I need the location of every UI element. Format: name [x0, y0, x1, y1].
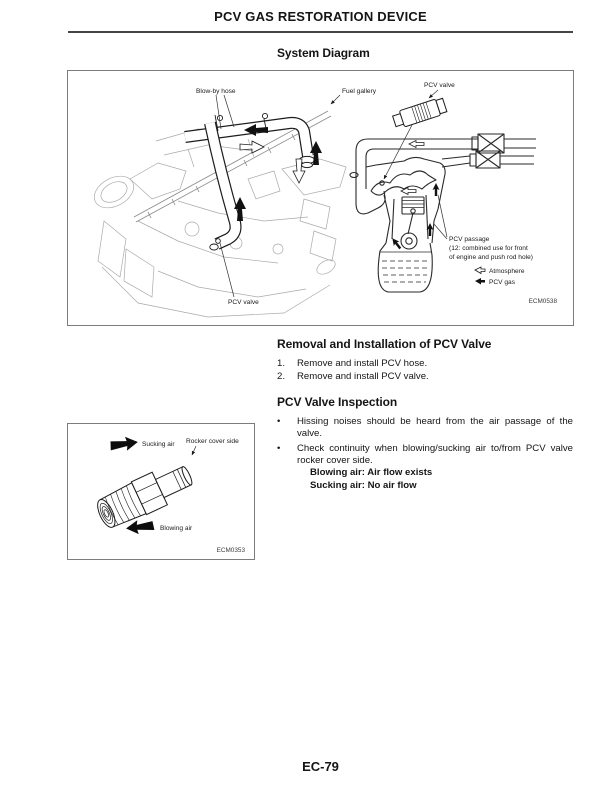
- header-rule: [68, 31, 573, 33]
- pcv-valve-inspection-figure: Sucking air Rocker cover side Blowing ai…: [67, 423, 255, 560]
- pcv-valve-drawing: Sucking air Rocker cover side Blowing ai…: [97, 436, 246, 554]
- system-diagram-drawing: Blow-by hose Fuel gallery PCV valve PCV …: [93, 82, 558, 318]
- engine-cross-section: [349, 133, 536, 293]
- inspection-heading: PCV Valve Inspection: [277, 395, 398, 410]
- inspection-result: Blowing air: Air flow exists: [310, 467, 433, 479]
- blow-by-hose-drawing: [184, 112, 315, 251]
- removal-steps: 1. Remove and install PCV hose. 2. Remov…: [277, 358, 573, 383]
- step-text: Remove and install PCV valve.: [297, 370, 429, 382]
- pcv-passage-label-3: of engine and push rod hole): [449, 254, 533, 261]
- sucking-air-arrow-icon: [110, 436, 138, 451]
- step-row: 2. Remove and install PCV valve.: [277, 371, 573, 384]
- inspection-bullets: • Hissing noises should be heard from th…: [277, 416, 573, 493]
- atmosphere-arrow-icon: [474, 266, 486, 275]
- pcv-valve-top-leader: [428, 89, 439, 99]
- pcv-valve-bottom-label: PCV valve: [228, 299, 259, 306]
- sucking-air-label: Sucking air: [142, 441, 175, 448]
- figure-code: ECM0353: [217, 547, 246, 554]
- bullet-text: Hissing noises should be heard from the …: [297, 416, 573, 440]
- pcv-valve-bottom-leader: [219, 242, 235, 298]
- pcv-valve-top-label: PCV valve: [424, 82, 455, 89]
- schematic-flow-arrows: [392, 139, 440, 250]
- pcv-passage-leader-1: [437, 194, 448, 238]
- page-number: EC-79: [302, 759, 339, 774]
- step-number: 2.: [277, 370, 286, 382]
- legend-pcv-gas-label: PCV gas: [489, 279, 516, 286]
- step-number: 1.: [277, 358, 286, 369]
- legend: Atmosphere PCV gas: [474, 266, 525, 286]
- system-diagram-figure: Blow-by hose Fuel gallery PCV valve PCV …: [67, 70, 574, 326]
- text-column: Removal and Installation of PCV Valve 1.…: [277, 337, 573, 493]
- bullet-row: • Check continuity when blowing/sucking …: [277, 443, 573, 468]
- step-row: 1. Remove and install PCV hose.: [277, 358, 573, 371]
- fuel-gallery-label: Fuel gallery: [342, 88, 377, 95]
- blowing-air-label: Blowing air: [160, 525, 193, 532]
- rocker-cover-leader: [191, 445, 197, 456]
- pcv-passage-label-2: (12: combined use for front: [449, 245, 528, 252]
- inspection-result: Sucking air: No air flow: [310, 480, 417, 492]
- pcv-passage-leader-2: [433, 223, 448, 240]
- bullet-text: Check continuity when blowing/sucking ai…: [297, 442, 573, 467]
- blow-by-leader-2: [223, 94, 235, 128]
- flow-arrows: [234, 124, 322, 221]
- step-text: Remove and install PCV hose.: [297, 358, 428, 369]
- blowing-air-arrow-icon: [126, 520, 155, 535]
- pcv-passage-label-1: PCV passage: [449, 236, 490, 243]
- blow-by-hose-label: Blow-by hose: [196, 88, 236, 95]
- figure-code: ECM0538: [529, 298, 558, 305]
- pcv-valve-icon: [391, 97, 448, 128]
- bullet-marker: •: [277, 442, 281, 454]
- pcv-valve-leader: [383, 124, 413, 180]
- rocker-cover-side-label: Rocker cover side: [186, 438, 239, 445]
- page-title: PCV GAS RESTORATION DEVICE: [214, 9, 427, 24]
- fuel-gallery-leader: [330, 94, 341, 105]
- system-diagram-heading: System Diagram: [277, 46, 370, 60]
- pcv-gas-arrow-icon: [475, 278, 485, 285]
- bullet-row: • Hissing noises should be heard from th…: [277, 416, 573, 441]
- legend-atmosphere-label: Atmosphere: [489, 268, 525, 275]
- bullet-marker: •: [277, 416, 281, 428]
- removal-heading: Removal and Installation of PCV Valve: [277, 337, 492, 351]
- pcv-valve-body: [97, 466, 193, 528]
- blow-by-leader-1: [215, 94, 222, 130]
